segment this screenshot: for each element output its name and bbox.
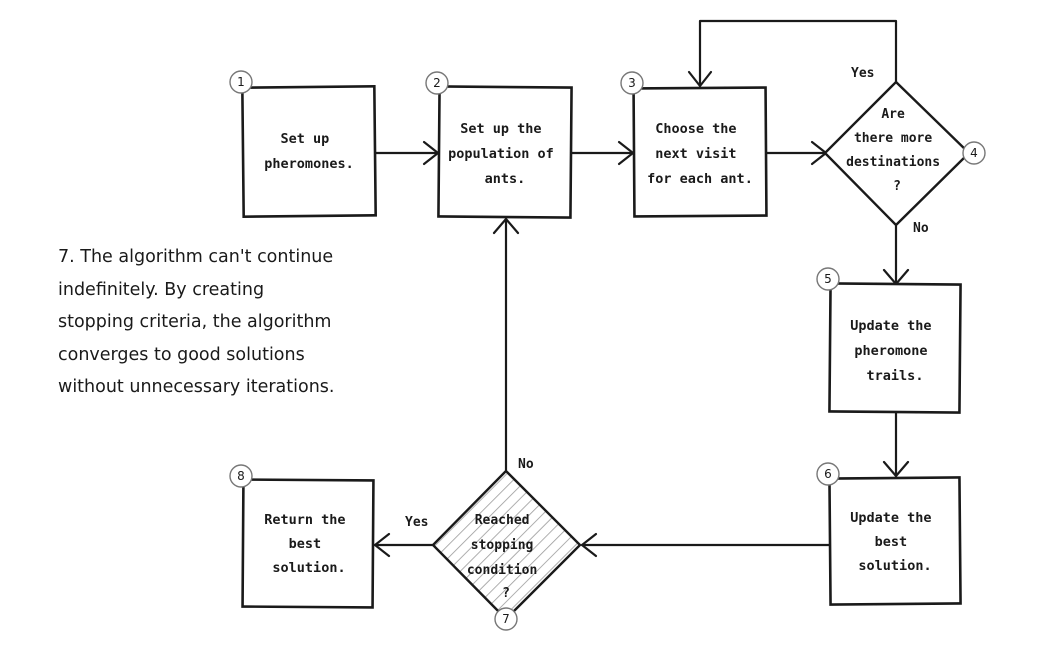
node-2-text: Set up the population of ants. bbox=[448, 121, 562, 187]
arrowhead-4-yes-loop bbox=[687, 70, 713, 88]
label-n7-no: No bbox=[518, 457, 534, 472]
node-return-best-solution: Return the best solution. bbox=[241, 478, 375, 609]
badge-3: 3 bbox=[620, 71, 644, 95]
note-line-1: 7. The algorithm can't continue bbox=[58, 247, 334, 267]
svg-text:3: 3 bbox=[628, 76, 636, 90]
badge-6: 6 bbox=[816, 462, 840, 486]
node-choose-next-visit: Choose the next visit for each ant. bbox=[632, 86, 768, 218]
node-stopping-condition-decision: Reached stopping condition ? bbox=[431, 469, 582, 621]
svg-text:5: 5 bbox=[824, 272, 832, 286]
arrow-4-yes-loop bbox=[698, 19, 898, 88]
node-6-text: Update the best solution. bbox=[850, 510, 939, 574]
node-update-pheromone-trails: Update the pheromone trails. bbox=[828, 282, 962, 414]
node-1-text: Set up pheromones. bbox=[264, 131, 353, 172]
number-badges: 1 2 3 4 5 6 7 8 bbox=[229, 70, 986, 631]
node-setup-population: Set up the population of ants. bbox=[437, 85, 573, 219]
note-line-4: converges to good solutions bbox=[58, 344, 305, 365]
arrowhead-7-no-to-2 bbox=[492, 217, 520, 235]
arrowhead-5-to-6 bbox=[882, 460, 910, 478]
label-n7-yes: Yes bbox=[405, 515, 428, 530]
node-more-destinations-decision: Are there more destinations ? bbox=[823, 80, 971, 227]
note-line-5: without unnecessary iterations. bbox=[58, 377, 335, 397]
svg-text:6: 6 bbox=[824, 467, 832, 481]
node-5-text: Update the pheromone trails. bbox=[850, 318, 939, 384]
badge-5: 5 bbox=[816, 267, 840, 291]
node-7-text: Reached stopping condition ? bbox=[467, 513, 545, 601]
svg-text:2: 2 bbox=[433, 76, 441, 90]
edge-labels: Yes No Yes No bbox=[405, 66, 929, 530]
svg-text:8: 8 bbox=[237, 469, 245, 483]
badge-2: 2 bbox=[425, 71, 449, 95]
node-setup-pheromones: Set up pheromones. bbox=[241, 84, 377, 219]
badge-8: 8 bbox=[229, 464, 253, 488]
label-n4-no: No bbox=[913, 221, 929, 236]
node-3-text: Choose the next visit for each ant. bbox=[647, 121, 753, 187]
stopping-criteria-note: 7. The algorithm can't continue indefini… bbox=[58, 241, 403, 404]
node-update-best-solution: Update the best solution. bbox=[828, 476, 962, 606]
node-4-text: Are there more destinations ? bbox=[846, 107, 948, 194]
badge-1: 1 bbox=[229, 70, 253, 94]
connectors bbox=[373, 19, 910, 558]
badge-4: 4 bbox=[962, 141, 986, 165]
node-8-text: Return the best solution. bbox=[264, 512, 353, 576]
badge-7: 7 bbox=[494, 607, 518, 631]
svg-text:1: 1 bbox=[237, 75, 245, 89]
arrowhead-6-to-7 bbox=[580, 532, 598, 558]
note-line-2: indefinitely. By creating bbox=[58, 279, 265, 300]
arrowhead-7-to-8 bbox=[373, 532, 391, 558]
label-n4-yes: Yes bbox=[851, 66, 874, 81]
svg-text:4: 4 bbox=[970, 146, 978, 160]
svg-text:7: 7 bbox=[502, 612, 510, 626]
note-line-3: stopping criteria, the algorithm bbox=[58, 312, 332, 332]
